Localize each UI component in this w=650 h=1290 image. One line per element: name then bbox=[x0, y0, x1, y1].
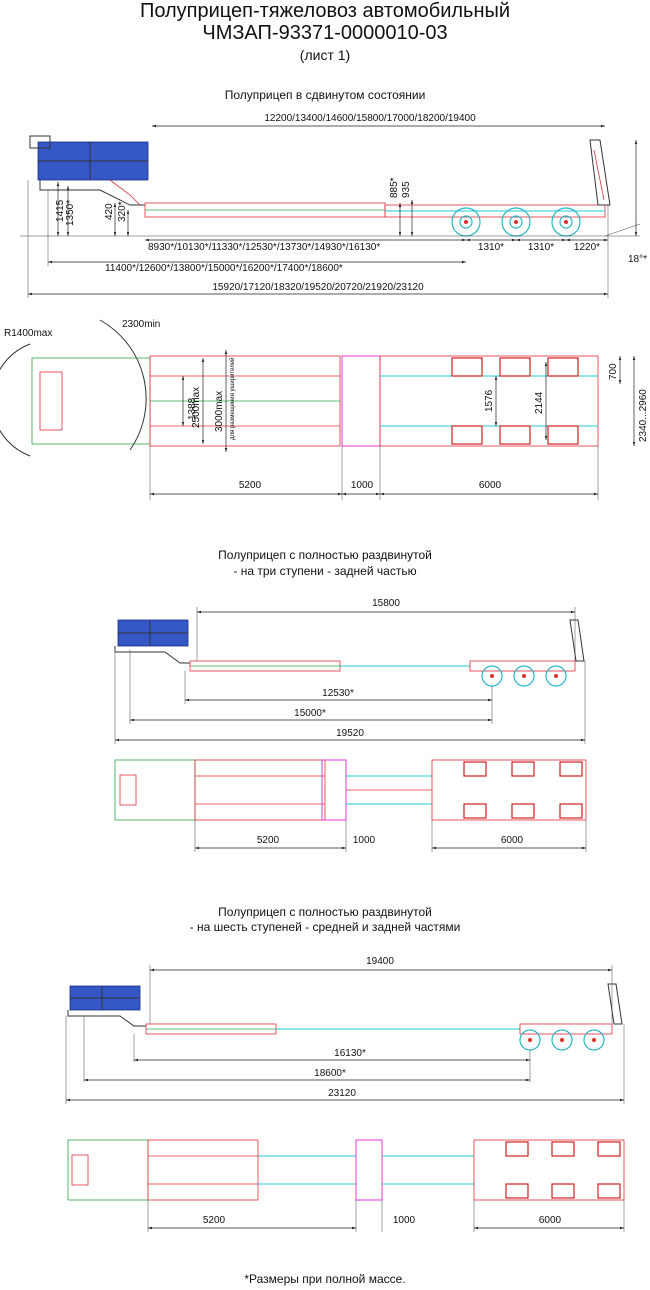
dim-320: 320* bbox=[117, 201, 128, 222]
dim-2340: 2340...2960 bbox=[638, 389, 649, 442]
dim-420: 420 bbox=[104, 203, 115, 220]
page-title-line1: Полуприцеп-тяжеловоз автомобильный bbox=[139, 0, 511, 22]
rear-ramp bbox=[569, 619, 585, 662]
dim-12530: 12530* bbox=[322, 688, 354, 699]
dim-angle: 18°* bbox=[628, 254, 647, 265]
swing-arc bbox=[0, 343, 31, 457]
dim-3000: 3000max bbox=[214, 391, 225, 432]
dim-16130: 16130* bbox=[334, 1048, 366, 1059]
dim-swing: 2300min bbox=[122, 319, 160, 330]
dim-885: 885* bbox=[389, 177, 400, 198]
dim-23120: 23120 bbox=[328, 1088, 356, 1099]
dim-2500: 2500max bbox=[191, 387, 202, 428]
view3-side: 19400 16130* 18600* 23120 bbox=[65, 956, 625, 1104]
page-title-line2: ЧМЗАП-93371-0000010-03 bbox=[202, 22, 448, 44]
dim-mid-length: 11400*/12600*/13800*/15000*/16200*/17400… bbox=[105, 263, 343, 274]
dim-top-length: 12200/13400/14600/15800/17000/18200/1940… bbox=[264, 113, 476, 124]
view2-caption-line1: Полуприцеп с полностью раздвинутой bbox=[218, 548, 432, 562]
dim-1000: 1000 bbox=[393, 1215, 416, 1226]
dim-935: 935 bbox=[401, 181, 412, 198]
rear-ramp bbox=[607, 983, 623, 1025]
dim-axle2: 1310* bbox=[528, 242, 554, 253]
dim-1000: 1000 bbox=[353, 835, 376, 846]
dim-5200: 5200 bbox=[203, 1215, 226, 1226]
dim-1388: 1388 bbox=[187, 397, 198, 420]
sheet-number: (лист 1) bbox=[299, 47, 351, 63]
dim-700: 700 bbox=[608, 363, 619, 380]
dim-rear: 1220* bbox=[574, 242, 600, 253]
dim-18600: 18600* bbox=[314, 1068, 346, 1079]
view1-plan: R1400max 2300min 1388 2500max 3000max дл… bbox=[0, 319, 649, 500]
view3-plan: 5200 1000 6000 bbox=[67, 1139, 625, 1232]
dim-deck-length: 8930*/10130*/11330*/12530*/13730*/14930*… bbox=[148, 242, 380, 253]
dim-1350: 1350* bbox=[65, 200, 76, 226]
dim-6000: 6000 bbox=[539, 1215, 562, 1226]
dim-19520: 19520 bbox=[336, 728, 364, 739]
dim-5200: 5200 bbox=[257, 835, 280, 846]
dim-overall: 15920/17120/18320/19520/20720/21920/2312… bbox=[212, 282, 424, 293]
dim-5200: 5200 bbox=[239, 480, 262, 491]
dim-15000: 15000* bbox=[294, 708, 326, 719]
dim-6000: 6000 bbox=[479, 480, 502, 491]
view3-caption-line2: - на шесть ступеней - средней и задней ч… bbox=[189, 920, 461, 934]
dim-1576: 1576 bbox=[484, 389, 495, 412]
dim-axle1: 1310* bbox=[478, 242, 504, 253]
rear-ramp bbox=[589, 139, 611, 206]
gooseneck-plan bbox=[31, 357, 151, 445]
dim-1000: 1000 bbox=[351, 480, 374, 491]
view1-caption: Полуприцеп в сдвинутом состоянии bbox=[224, 88, 426, 102]
view2-side: 15800 12530* 15000* 19520 bbox=[114, 598, 586, 744]
dim-19400: 19400 bbox=[366, 956, 394, 967]
footnote: *Размеры при полной массе. bbox=[244, 1272, 406, 1286]
view2-plan: 5200 1000 6000 bbox=[114, 759, 587, 852]
dim-1415: 1415 bbox=[55, 199, 66, 222]
dim-radius: R1400max bbox=[4, 328, 52, 339]
insert-plan bbox=[341, 355, 381, 447]
view3-caption-line1: Полуприцеп с полностью раздвинутой bbox=[218, 905, 432, 919]
rear-deck-plan bbox=[379, 355, 599, 447]
widener-note: для размещения уширителей bbox=[229, 358, 236, 440]
dim-15800: 15800 bbox=[372, 598, 400, 609]
view2-caption-line2: - на три ступени - задней частью bbox=[233, 564, 417, 578]
dim-2144: 2144 bbox=[534, 391, 545, 414]
dim-6000: 6000 bbox=[501, 835, 524, 846]
view1-side: 12200/13400/14600/15800/17000/18200/1940… bbox=[20, 113, 647, 298]
